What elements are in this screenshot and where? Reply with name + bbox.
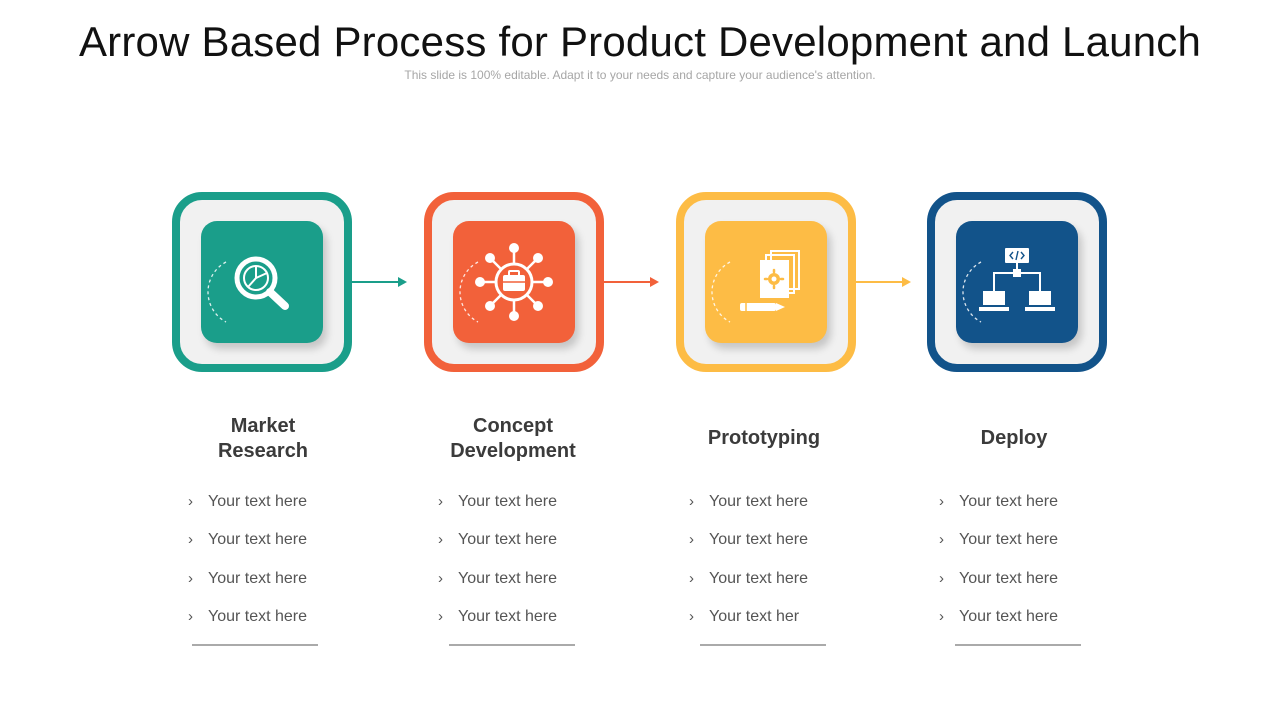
- list-item: ›Your text here: [188, 567, 348, 605]
- step-2-label: Concept Development: [450, 415, 576, 462]
- list-item: ›Your text here: [939, 490, 1099, 528]
- step-3-tile: [705, 221, 827, 343]
- list-item: ›Your text here: [939, 567, 1099, 605]
- bullet-chevron-icon: ›: [689, 569, 694, 587]
- bullet-chevron-icon: ›: [188, 531, 193, 549]
- bullet-chevron-icon: ›: [689, 607, 694, 625]
- bullet-chevron-icon: ›: [188, 569, 193, 587]
- bullet-chevron-icon: ›: [438, 493, 443, 510]
- step-4-tile: [956, 221, 1078, 343]
- list-item: ›Your text here: [689, 528, 849, 566]
- bullet-chevron-icon: ›: [438, 569, 443, 587]
- list-item: ›Your text here: [438, 490, 598, 528]
- code-network-laptops-icon: [962, 248, 1055, 323]
- step-1-tile: [201, 221, 323, 343]
- bullet-chevron-icon: ›: [939, 569, 944, 587]
- documents-gear-pencil-icon: [711, 250, 800, 323]
- list-item: ›Your text here: [939, 605, 1099, 643]
- list-item: ›Your text here: [188, 528, 348, 566]
- bullet-chevron-icon: ›: [188, 607, 193, 625]
- step-2-divider: [449, 644, 575, 646]
- bullet-chevron-icon: ›: [939, 493, 944, 510]
- connector-arrow-1: [352, 277, 407, 287]
- list-item: ›Your text here: [689, 567, 849, 605]
- step-4-frame: [927, 192, 1107, 372]
- bullet-chevron-icon: ›: [438, 531, 443, 549]
- step-3-divider: [700, 644, 826, 646]
- connector-arrow-2: [604, 277, 659, 287]
- slide-subtitle: This slide is 100% editable. Adapt it to…: [404, 68, 876, 82]
- step-3-label: Prototyping: [707, 427, 821, 449]
- list-item: ›Your text here: [438, 528, 598, 566]
- list-item: ›Your text here: [438, 567, 598, 605]
- step-4-bullet-list: ›Your text here ›Your text here ›Your te…: [939, 490, 1099, 643]
- briefcase-network-icon: [459, 243, 553, 323]
- step-2-frame: [424, 192, 604, 372]
- slide-title: Arrow Based Process for Product Developm…: [78, 18, 1202, 65]
- step-3-frame: [676, 192, 856, 372]
- step-4-divider: [955, 644, 1081, 646]
- list-item: ›Your text here: [438, 605, 598, 643]
- list-item: ›Your text here: [689, 490, 849, 528]
- bullet-chevron-icon: ›: [689, 493, 694, 510]
- step-2-tile: [453, 221, 575, 343]
- step-1-divider: [192, 644, 318, 646]
- step-1-frame: [172, 192, 352, 372]
- bullet-chevron-icon: ›: [188, 493, 193, 510]
- step-4-label: Deploy: [980, 427, 1048, 449]
- bullet-chevron-icon: ›: [438, 607, 443, 625]
- connector-arrow-3: [856, 277, 911, 287]
- bullet-chevron-icon: ›: [939, 531, 944, 549]
- list-item: ›Your text here: [939, 528, 1099, 566]
- step-1-label: Market Research: [217, 415, 309, 462]
- list-item: ›Your text here: [188, 490, 348, 528]
- bullet-chevron-icon: ›: [939, 607, 944, 625]
- list-item: ›Your text her: [689, 605, 849, 643]
- step-1-bullet-list: ›Your text here ›Your text here ›Your te…: [188, 490, 348, 643]
- step-3-bullet-list: ›Your text here ›Your text here ›Your te…: [689, 490, 849, 643]
- step-2-bullet-list: ›Your text here ›Your text here ›Your te…: [438, 490, 598, 643]
- magnifier-pie-chart-icon: [207, 256, 289, 323]
- list-item: ›Your text here: [188, 605, 348, 643]
- bullet-chevron-icon: ›: [689, 531, 694, 549]
